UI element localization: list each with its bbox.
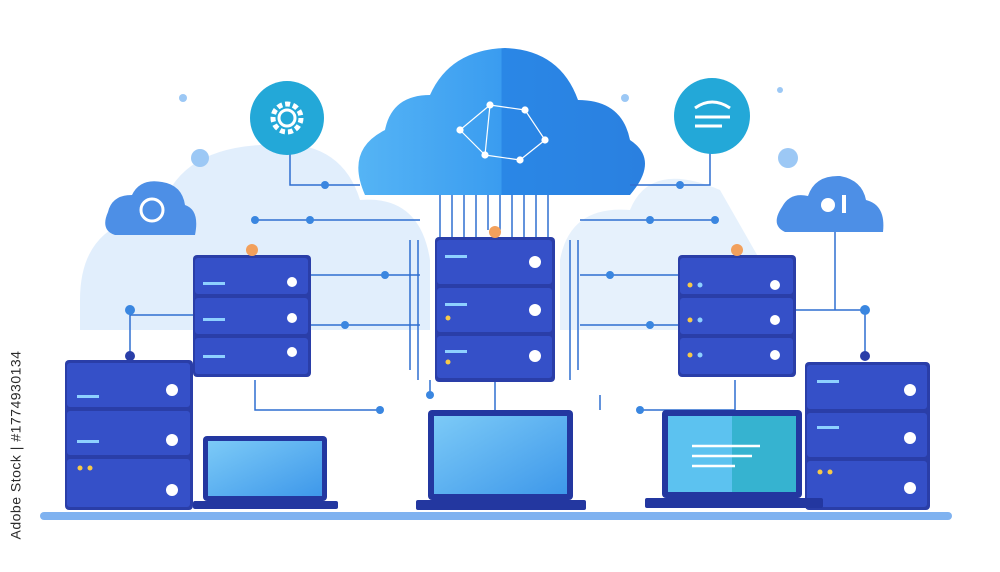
network-icon bbox=[456, 101, 549, 164]
laptop-center bbox=[416, 410, 586, 510]
chat-icon bbox=[105, 181, 197, 235]
server-stack-right bbox=[678, 244, 796, 377]
stock-id-text: Adobe Stock | #1774930134 bbox=[7, 350, 24, 540]
server-stack-far-left bbox=[65, 351, 193, 510]
decorative-dots bbox=[179, 87, 798, 168]
server-stack-left bbox=[193, 244, 311, 377]
server-stack-center bbox=[435, 226, 555, 382]
laptop-right bbox=[645, 410, 823, 508]
wifi-icon bbox=[674, 78, 750, 154]
gear-icon bbox=[250, 81, 324, 155]
wiring-nodes bbox=[125, 181, 870, 414]
server-stack-far-right bbox=[805, 351, 930, 510]
cloud-bulb-icon bbox=[776, 175, 884, 232]
main-cloud bbox=[358, 48, 645, 195]
laptop-left bbox=[193, 436, 338, 509]
floor-line bbox=[40, 512, 952, 520]
stock-id-caption: Adobe Stock | #1774930134 bbox=[0, 330, 30, 560]
cloud-connectors bbox=[409, 195, 579, 380]
